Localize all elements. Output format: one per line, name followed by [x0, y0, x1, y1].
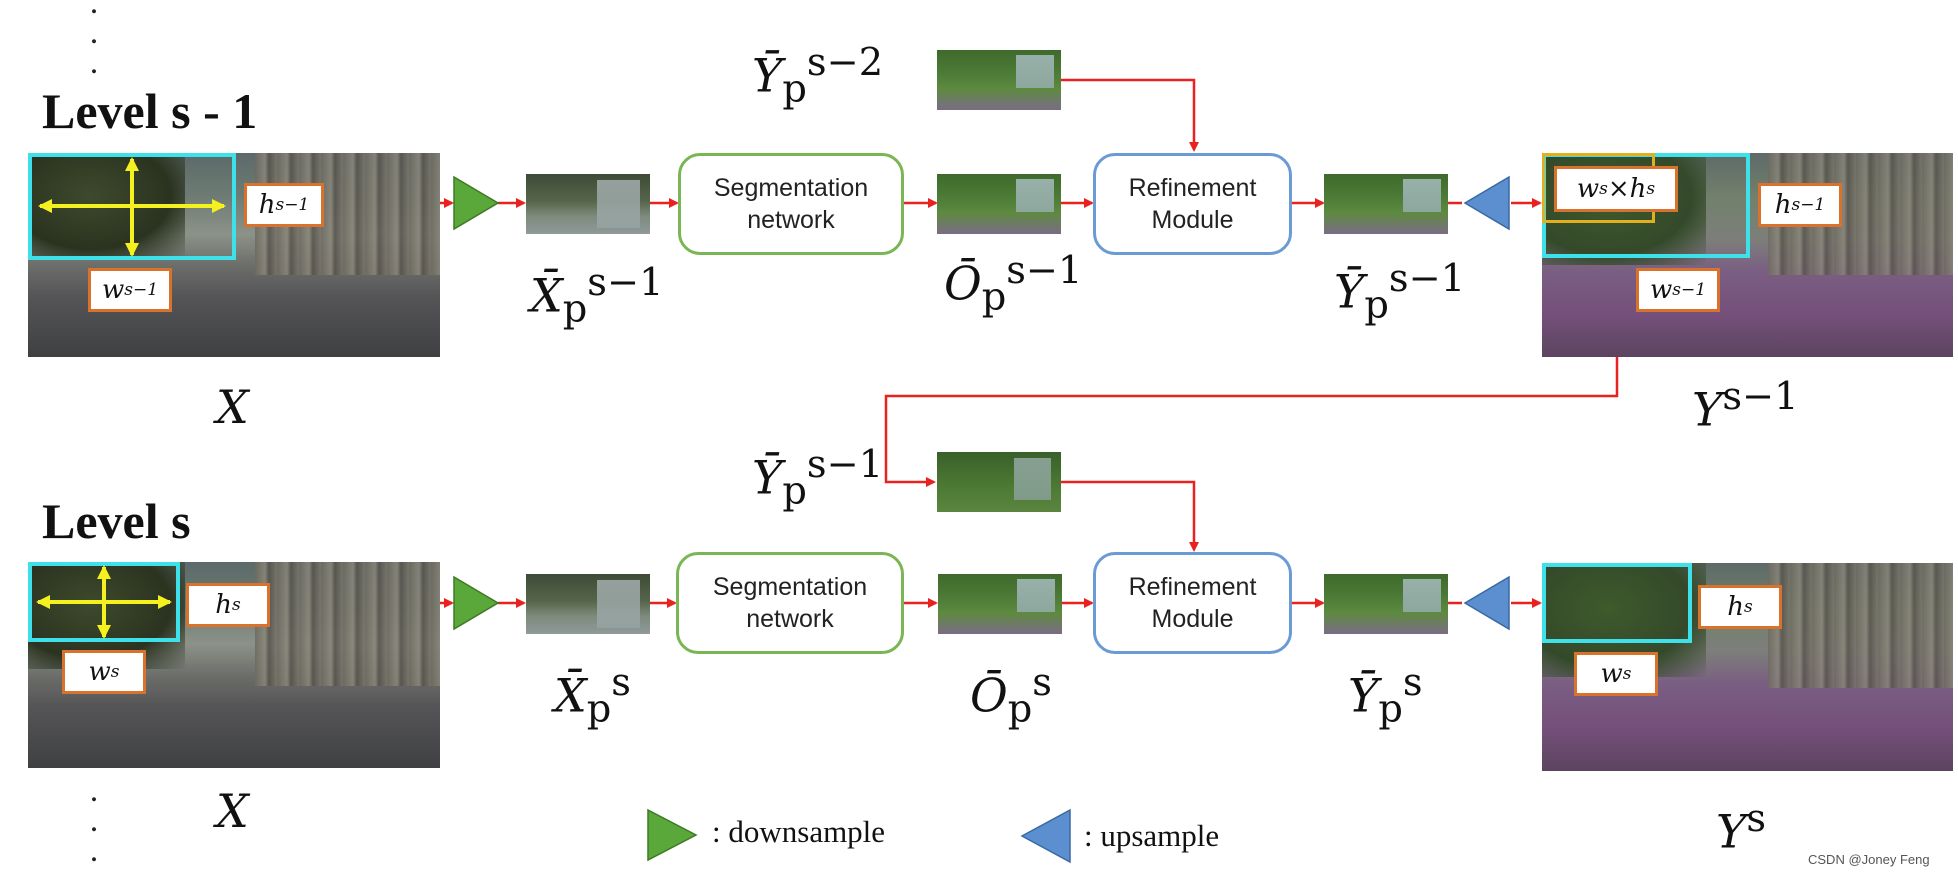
lower-ref-label-1: Refinement	[1128, 573, 1257, 601]
credit-watermark: CSDN @Joney Feng	[1808, 852, 1930, 867]
upper-output-thumbnail	[937, 174, 1061, 234]
upper-roi-box	[28, 153, 236, 260]
upper-segmentation-network: Segmentation network	[678, 153, 904, 255]
lower-output-roi-box	[1542, 563, 1692, 643]
upper-patch-thumbnail	[526, 174, 650, 234]
lower-patch-label: X̄ps	[554, 660, 631, 732]
upper-patch-label: X̄ps−1	[530, 260, 664, 332]
lower-refined-label: Ȳps	[1348, 660, 1423, 732]
upsample-lower-icon	[1463, 575, 1510, 631]
lower-seg-label-1: Segmentation	[712, 573, 868, 601]
upper-seg-label-1: Segmentation	[713, 174, 869, 202]
upper-full-output-label: Ys−1	[1692, 374, 1799, 437]
ellipsis-top: ...	[89, 0, 99, 81]
upper-input-label: X	[216, 380, 249, 434]
lower-refinement-module: Refinement Module	[1093, 552, 1292, 654]
lower-ref-label-2: Module	[1151, 605, 1234, 633]
lower-prev-refined-thumbnail	[937, 452, 1061, 512]
upper-dimension-arrows	[38, 157, 226, 257]
lower-output-thumbnail	[938, 574, 1062, 634]
legend-downsample-icon	[647, 808, 698, 862]
lower-input-label: X	[216, 784, 249, 838]
upper-prev-refined-label: Ȳps−2	[752, 40, 884, 112]
upper-refinement-module: Refinement Module	[1093, 153, 1292, 255]
lower-full-output-label: Ys	[1716, 796, 1767, 859]
upper-seg-label-2: network	[747, 206, 835, 234]
upsample-upper-icon	[1463, 175, 1510, 231]
lower-dimension-arrows	[36, 565, 172, 639]
downsample-lower-icon	[453, 575, 500, 631]
upper-refined-label: Ȳps−1	[1334, 256, 1466, 328]
legend-upsample-icon	[1020, 808, 1071, 864]
upper-output-label: Ōps−1	[944, 248, 1083, 320]
upper-prev-refined-thumbnail	[937, 50, 1061, 110]
upper-ref-label-1: Refinement	[1128, 174, 1257, 202]
lower-output-label: Ōps	[970, 660, 1052, 732]
downsample-upper-icon	[453, 175, 500, 231]
legend-upsample-label: : upsample	[1084, 818, 1220, 853]
ellipsis-bottom: ...	[89, 772, 99, 869]
legend-downsample-label: : downsample	[712, 814, 886, 849]
arrow-upper-prev-to-ref	[1061, 78, 1199, 152]
upper-ref-label-2: Module	[1151, 206, 1234, 234]
upper-refined-thumbnail	[1324, 174, 1448, 234]
arrow-lower-prev-to-ref	[1061, 480, 1199, 552]
lower-patch-thumbnail	[526, 574, 650, 634]
level-lower-title: Level s	[42, 493, 191, 549]
lower-roi-box	[28, 562, 180, 642]
lower-refined-thumbnail	[1324, 574, 1448, 634]
lower-segmentation-network: Segmentation network	[676, 552, 904, 654]
lower-seg-label-2: network	[746, 605, 834, 633]
level-upper-title: Level s - 1	[42, 83, 258, 139]
lower-prev-refined-label: Ȳps−1	[752, 442, 884, 514]
